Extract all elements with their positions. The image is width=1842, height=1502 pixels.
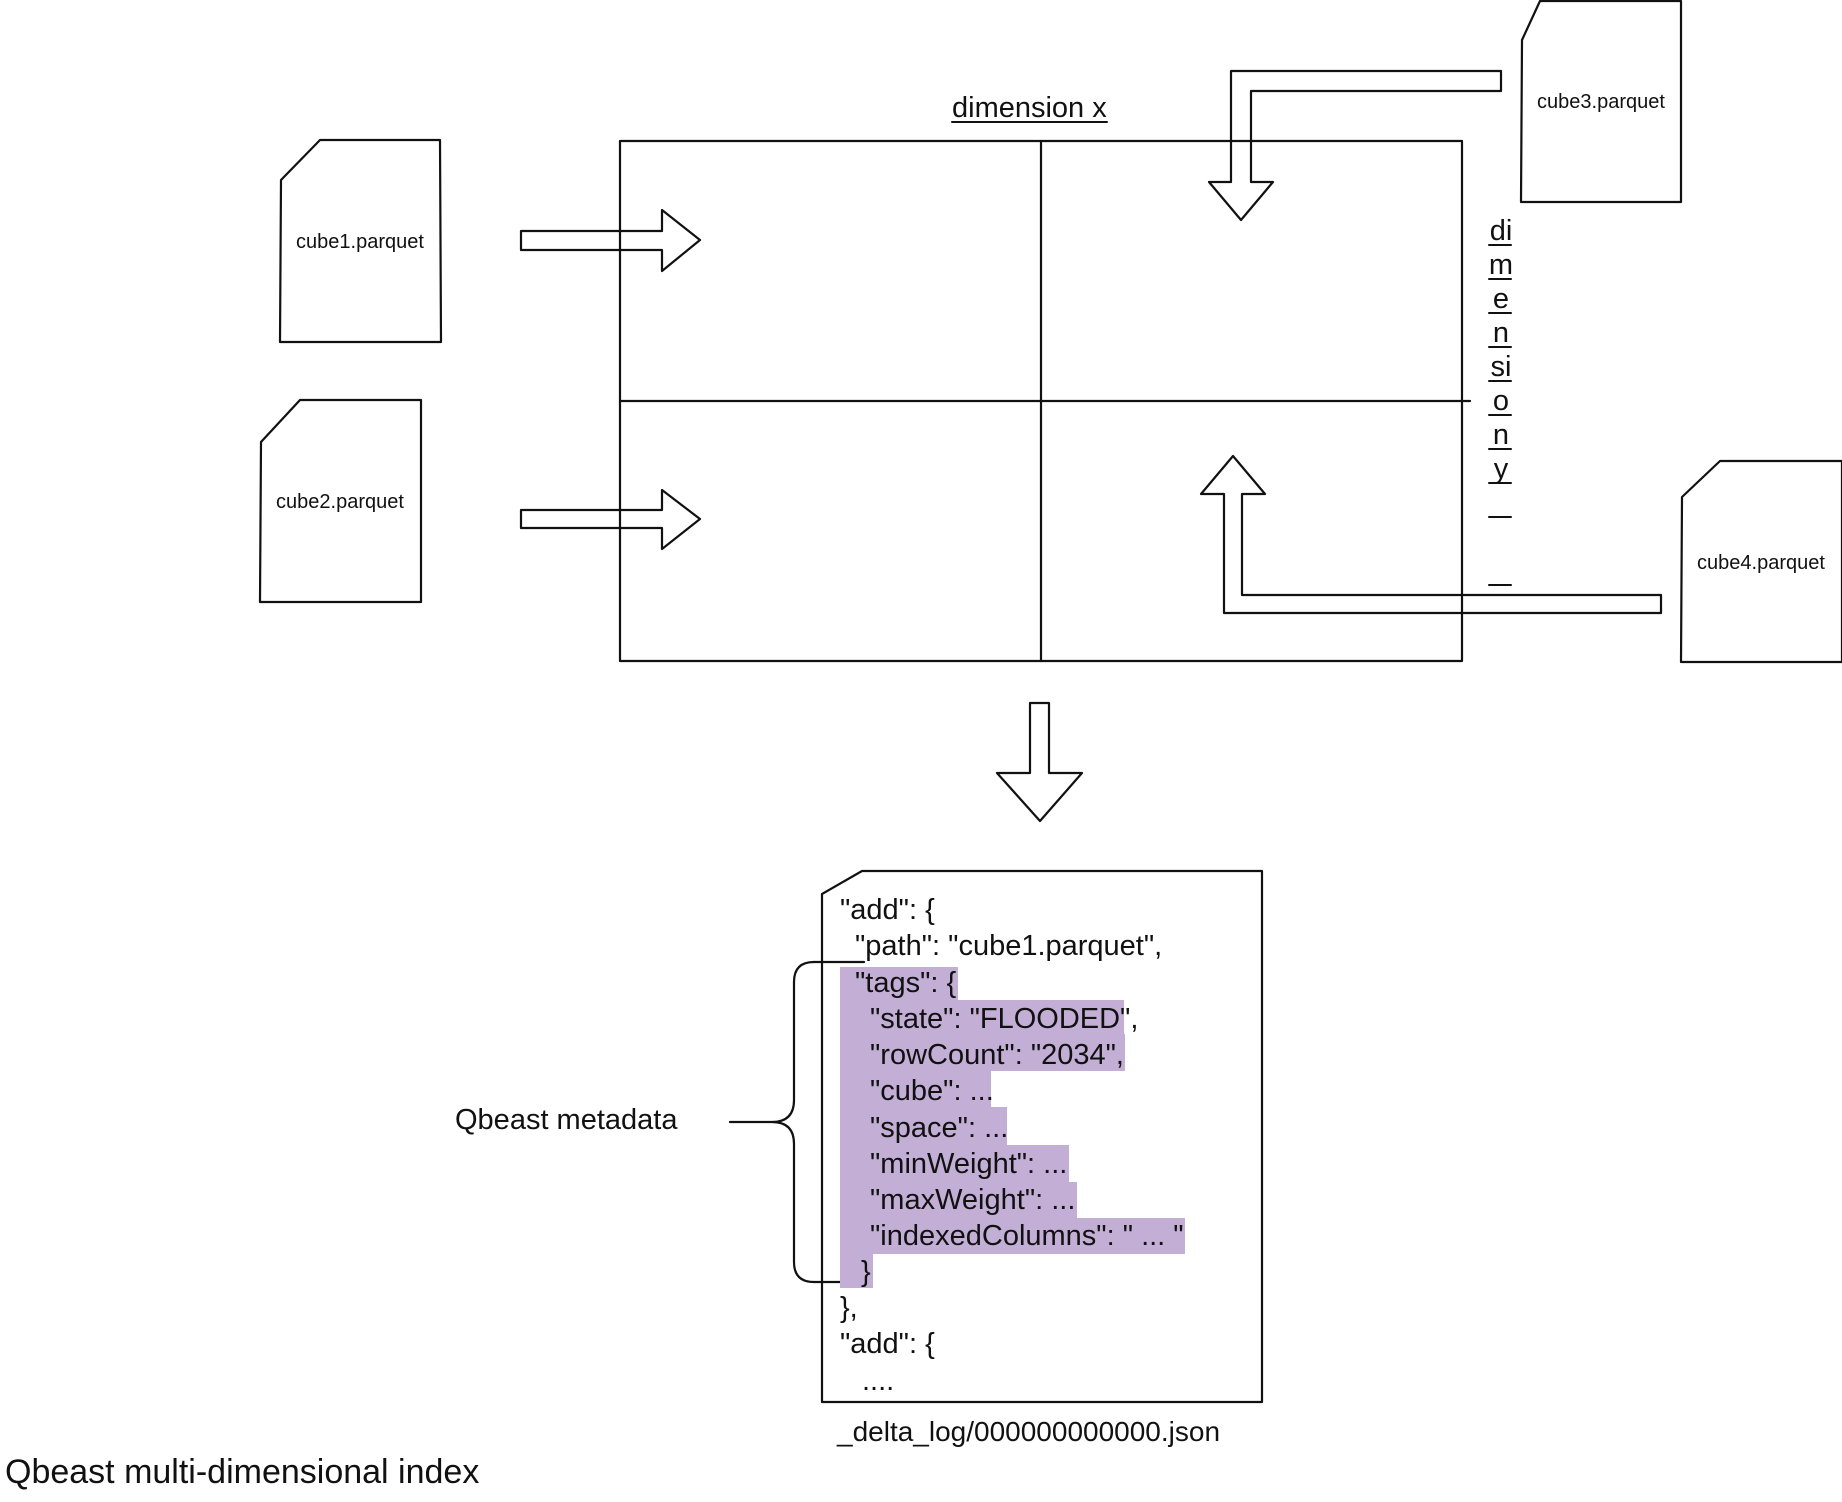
json-line: "path": "cube1.parquet", [855,930,1162,962]
delta-log-filename: _delta_log/000000000000.json [837,1416,1221,1447]
json-line: "rowCount": "2034", [870,1039,1124,1071]
arrow-cube4-to-cell [1199,454,1663,615]
dimension-y-underlines [1488,244,1512,586]
cube4-file-icon [1679,459,1842,664]
cube4-label: cube4.parquet [1697,552,1825,574]
diagram-caption: Qbeast multi-dimensional index [5,1453,480,1491]
json-line: .... [862,1365,894,1397]
arrow-cube3-to-cell [1207,69,1503,222]
cube1-label: cube1.parquet [296,231,424,253]
delta-log-json: "add": { "path": "cube1.parquet", "tags"… [840,894,1184,1397]
json-line: "cube": ... [870,1075,994,1107]
json-line: "tags": { [855,967,957,999]
delta-log-file-icon [820,869,1264,1404]
cube2-file-icon [258,398,423,604]
dimension-y-label: dimension y [1488,215,1514,485]
arrow-grid-to-delta-log [995,701,1084,823]
metadata-brace [728,960,866,1284]
metadata-label: Qbeast metadata [455,1104,678,1136]
json-line: "indexedColumns": " ... " [870,1220,1184,1252]
json-line: "state": "FLOODED", [870,1003,1138,1035]
arrow-cube1-to-cell [519,208,702,273]
tags-highlight [840,967,1185,1288]
json-line: }, [840,1292,858,1324]
json-line: "add": { [840,894,935,926]
arrow-cube2-to-cell [519,488,702,551]
json-line: "maxWeight": ... [870,1184,1075,1216]
json-line: "space": ... [870,1112,1008,1144]
json-line: } [861,1256,871,1288]
cube2-label: cube2.parquet [276,491,404,513]
cube3-label: cube3.parquet [1537,91,1665,113]
dimension-x-label: dimension x [952,92,1107,124]
json-line: "add": { [840,1328,935,1360]
json-line: "minWeight": ... [870,1148,1067,1180]
cube1-file-icon [278,138,443,344]
cube3-file-icon [1519,0,1683,204]
